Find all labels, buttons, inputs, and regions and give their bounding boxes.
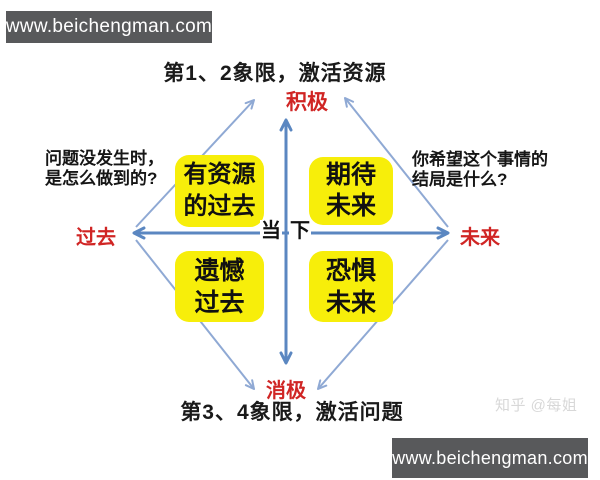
left-question-line2: 是怎么做到的?: [45, 169, 158, 188]
left-question-line1: 问题没发生时，: [45, 149, 164, 168]
quadrant-box-line: 期待: [325, 161, 376, 189]
quadrant-box-regret-past: 遗憾 过去: [175, 251, 264, 322]
left-question-text: 问题没发生时， 是怎么做到的?: [45, 149, 164, 189]
bottom-caption: 第3、4象限，激活问题: [180, 401, 404, 424]
axis-label-negative: 消极: [266, 380, 306, 402]
quadrant-box-line: 未来: [325, 288, 376, 317]
site-watermark-bottom-text: www.beichengman.com: [392, 447, 588, 468]
axis-center-char: 当: [260, 220, 282, 242]
right-question-text: 你希望这个事情的 结局是什么?: [412, 150, 548, 190]
axis-label-past: 过去: [76, 227, 116, 249]
axis-label-future: 未来: [460, 227, 500, 249]
top-caption: 第1、2象限，激活资源: [163, 62, 387, 85]
axis-center-char: 下: [289, 220, 311, 242]
quadrant-box-line: 过去: [194, 288, 245, 317]
quadrant-box-line: 未来: [325, 192, 376, 220]
site-watermark-top-text: www.beichengman.com: [5, 16, 213, 37]
quadrant-box-expected-future: 期待 未来: [309, 157, 393, 225]
quadrant-box-line: 有资源: [183, 161, 256, 188]
right-question-line1: 你希望这个事情的: [412, 150, 548, 169]
axis-center-label: 当 下: [260, 220, 311, 242]
quadrant-box-line: 的过去: [183, 193, 256, 220]
axis-label-positive: 积极: [286, 91, 328, 114]
site-watermark-bottom: www.beichengman.com: [392, 438, 588, 478]
right-question-line2: 结局是什么?: [412, 170, 508, 189]
quadrant-box-line: 遗憾: [194, 256, 245, 285]
site-watermark-top: www.beichengman.com: [6, 11, 212, 43]
quadrant-box-line: 恐惧: [325, 256, 376, 285]
zhihu-watermark: 知乎 @每姐: [495, 397, 578, 414]
quadrant-box-resourceful-past: 有资源 的过去: [175, 155, 264, 227]
diagonal-upper-right-arrow: [344, 97, 449, 228]
quadrant-box-fear-future: 恐惧 未来: [309, 251, 393, 322]
